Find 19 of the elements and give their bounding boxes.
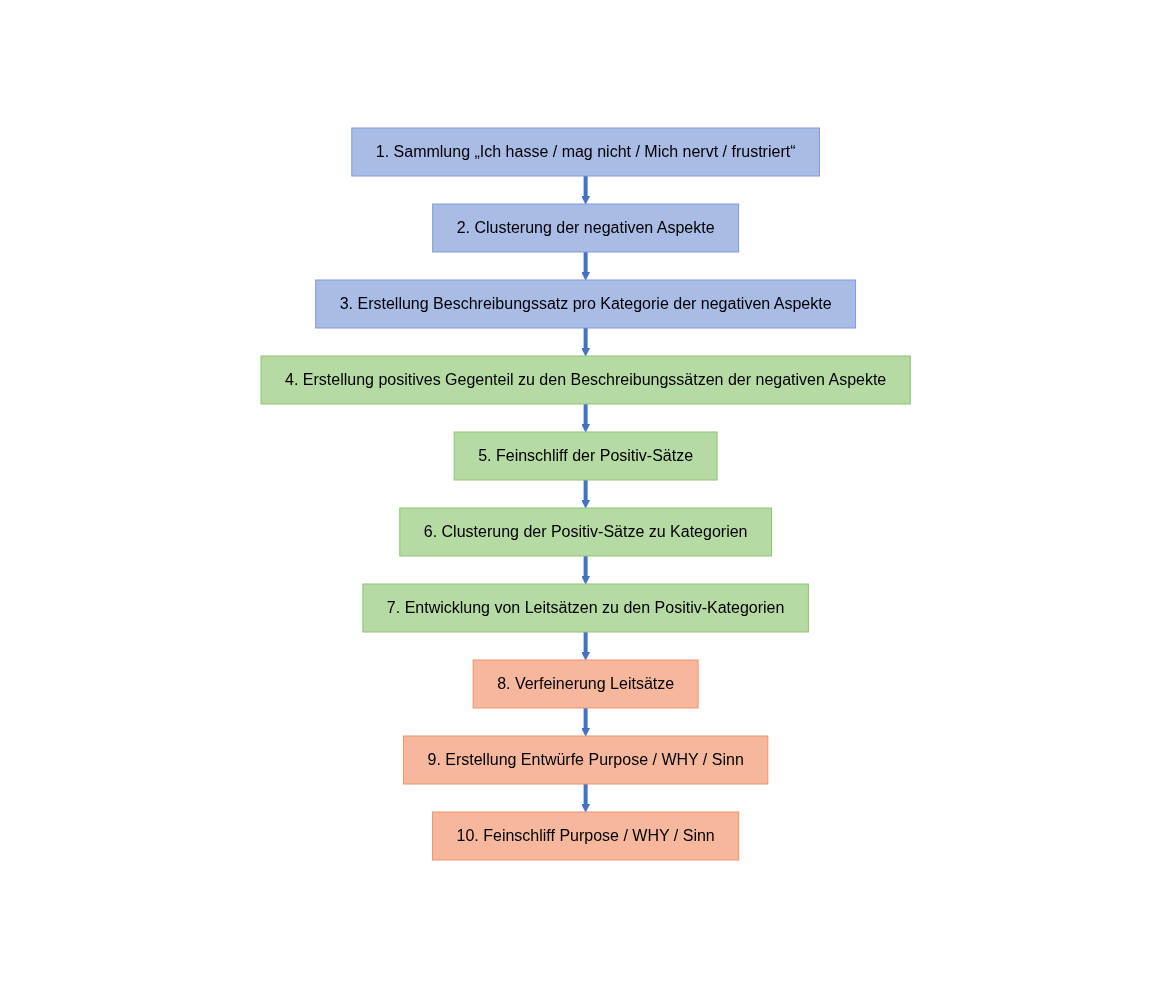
node-box: 8. Verfeinerung Leitsätze [472,659,699,709]
node-box: 7. Entwicklung von Leitsätzen zu den Positiv-Kategorien [362,583,809,633]
arrow [581,708,590,737]
arrow [581,632,590,661]
arrow [581,176,590,205]
arrow [581,328,590,357]
node-box: 1. Sammlung „Ich hasse / mag nicht / Mich nervt / frustriert“ [351,127,820,177]
node-box: 9. Erstellung Entwürfe Purpose / WHY / Sinn [402,735,769,785]
node-box: 6. Clusterung der Positiv-Sätze zu Kategorien [399,507,772,557]
arrow [581,480,590,509]
arrow [581,556,590,585]
node-box: 10. Feinschliff Purpose / WHY / Sinn [431,811,740,861]
node-box: 2. Clusterung der negativen Aspekte [432,203,739,253]
node-box: 3. Erstellung Beschreibungssatz pro Kategorie der negativen Aspekte [315,279,856,329]
arrow [581,252,590,281]
node-box: 4. Erstellung positives Gegenteil zu den Beschreibungssätzen der negativen Aspekte [260,355,911,405]
node-box: 5. Feinschliff der Positiv-Sätze [453,431,718,481]
arrow [581,784,590,813]
arrow [581,404,590,433]
